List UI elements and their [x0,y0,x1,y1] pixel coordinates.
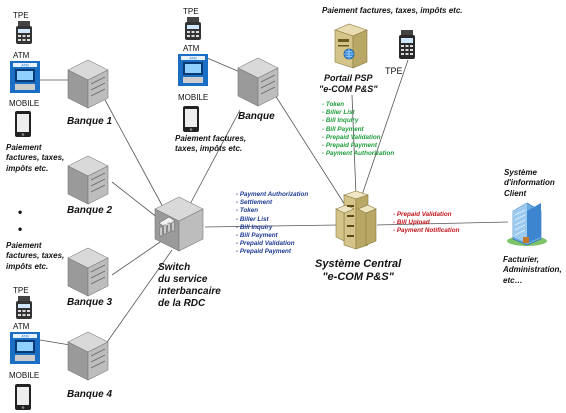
payment-terminal-icon [185,17,201,40]
mobile-phone-icon [15,384,31,410]
line-switch-central [204,224,339,228]
atm-screen-text: ATM [21,335,28,339]
atm-icon: ATM [178,54,208,86]
psp-portal-label: Portail PSP "e-COM P&S" [319,73,378,94]
tpe-label-4: TPE [385,66,403,76]
client-flow-item: - Prepaid Validation [393,211,452,218]
mobile-label-3: MOBILE [178,93,209,102]
psp-flow-item: - Biller List [322,109,355,117]
atm-screen-text: ATM [21,64,28,68]
line-banque1-switch [104,99,171,221]
tpe-label-3: TPE [183,7,199,16]
mobile-label-2: MOBILE [9,371,40,380]
web-server-icon [334,23,368,69]
client-targets-label: Facturier, Administration, etc… [503,255,562,285]
switch-flow-item: - Prepaid Validation [236,240,295,248]
server-icon-banque [237,57,279,107]
server-icon-banque-3 [67,247,109,297]
building-icon [507,202,547,246]
line-banque2-switch [111,181,164,223]
bank-2-label: Banque 2 [67,205,113,216]
line-banque3-switch [111,239,164,276]
server-icon-banque-4 [67,331,109,381]
payment-terminal-icon [399,30,415,59]
bank-3-label: Banque 3 [67,297,113,308]
line-devices-banque4 [39,339,71,346]
line-psp-central [351,94,357,196]
switch-flow-item: - Bill Inquiry [236,223,273,231]
psp-flow-item: - Payment Authorization [322,150,395,158]
line-tpe-central [361,59,409,196]
client-flow-item: - Payment Notification [393,227,460,235]
payment-terminal-icon [16,296,32,319]
psp-flow-list: - Token - Biller List - Bill Inquiry - B… [322,101,394,158]
central-server-icon [335,191,377,250]
payment-text-1: Paiement factures, taxes, impôts etc. [6,143,65,173]
client-flow-list: - Prepaid Validation - Bill Upload - Pay… [393,211,459,236]
atm-label-2: ATM [13,322,30,331]
tpe-label-1: TPE [13,11,29,20]
client-system-label: Système d'information Client [504,168,555,198]
server-icon-banque-1 [67,59,109,109]
psp-flow-item: - Bill Inquiry [322,117,359,125]
mobile-phone-icon [15,111,31,137]
server-icon-banque-2 [67,155,109,205]
tpe-label-2: TPE [13,286,29,295]
line-central-client [376,221,509,226]
payment-text-top-right: Paiement factures, taxes, impôts etc. [322,6,463,15]
atm-screen-text: ATM [189,57,196,61]
client-flow-item: - Bill Upload [393,219,430,227]
bank-top-label: Banque [238,111,275,122]
ellipsis-dot-1: • [18,205,23,219]
switch-flow-item: - Settlement [236,199,273,207]
ellipsis-dot-2: • [18,222,23,236]
switch-flow-item: - Token [236,207,259,215]
switch-label: Switch du service interbancaire de la RD… [158,262,221,309]
payment-text-2: Paiement factures, taxes, impôts etc. [6,241,65,271]
switch-icon [154,196,204,252]
switch-flow-item: - Payment Authorization [236,191,309,198]
line-banque4-switch [104,249,173,346]
switch-flow-item: - Bill Payment [236,232,278,240]
atm-icon: ATM [10,61,40,93]
atm-icon: ATM [10,332,40,364]
psp-flow-item: - Prepaid Validation [322,133,381,141]
switch-flow-item: - Biller List [236,215,269,223]
bank-4-label: Banque 4 [67,389,113,400]
atm-label-3: ATM [183,44,200,53]
psp-flow-item: - Bill Payment [322,125,364,133]
switch-flow-list: - Payment Authorization - Settlement - T… [236,191,308,257]
line-banque-switch [187,109,241,209]
central-system-label: Système Central "e-COM P&S" [315,258,402,284]
line-banque-central [274,94,346,206]
bank-1-label: Banque 1 [67,116,113,127]
psp-flow-item: - Token [322,101,345,108]
psp-flow-item: - Prepaid Payment [322,142,377,150]
atm-label-1: ATM [13,51,30,60]
switch-flow-item: - Prepaid Payment [236,248,291,256]
payment-terminal-icon [16,21,32,44]
mobile-label-1: MOBILE [9,99,40,108]
payment-text-top: Paiement factures, taxes, impôts etc. [175,134,247,154]
mobile-phone-icon [183,106,199,132]
